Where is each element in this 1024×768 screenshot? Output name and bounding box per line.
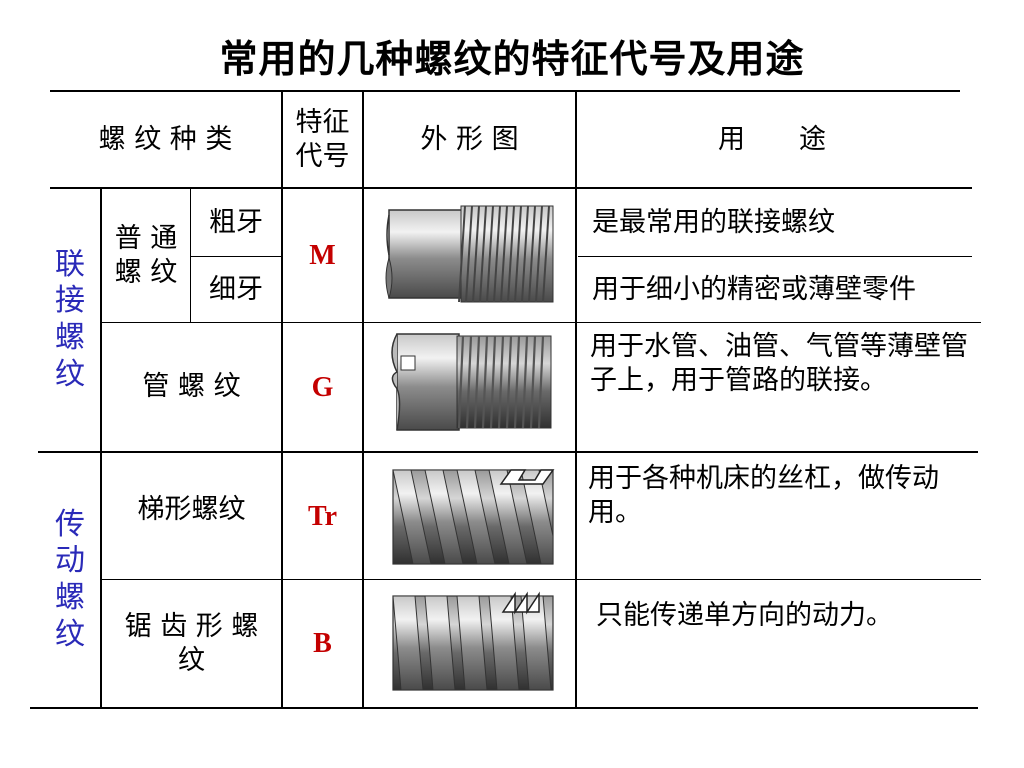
coarse-pitch-label: 粗牙 bbox=[209, 206, 263, 238]
header-thread-type: 螺 纹 种 类 bbox=[98, 123, 233, 155]
trapezoid-thread-code: Tr bbox=[307, 500, 338, 532]
group-connection-thread: 联接螺纹 bbox=[55, 246, 85, 392]
trapezoid-usage: 用于各种机床的丝杠，做传动用。 bbox=[588, 463, 939, 528]
trapezoid-thread-image bbox=[392, 469, 555, 565]
group-transmission-thread: 传动螺纹 bbox=[55, 506, 85, 652]
coarse-usage: 是最常用的联接螺纹 bbox=[592, 206, 835, 238]
saw-thread-image bbox=[392, 591, 554, 691]
saw-usage: 只能传递单方向的动力。 bbox=[596, 600, 893, 632]
pipe-thread-name: 管 螺 纹 bbox=[142, 371, 241, 403]
fine-usage: 用于细小的精密或薄壁零件 bbox=[592, 273, 916, 305]
pipe-thread-code: G bbox=[311, 371, 334, 403]
header-shape: 外 形 图 bbox=[420, 123, 519, 155]
fine-pitch-label: 细牙 bbox=[209, 273, 263, 305]
saw-thread-name: 锯 齿 形 螺 纹 bbox=[124, 610, 259, 676]
ordinary-thread-image bbox=[385, 205, 554, 303]
trapezoid-thread-name: 梯形螺纹 bbox=[137, 494, 246, 525]
header-usage: 用 途 bbox=[718, 123, 826, 155]
pipe-usage: 用于水管、油管、气管等薄壁管子上，用于管路的联接。 bbox=[590, 331, 968, 396]
page-title: 常用的几种螺纹的特征代号及用途 bbox=[219, 37, 805, 81]
ordinary-thread-name: 普 通 螺 纹 bbox=[114, 222, 178, 288]
header-code: 特征代号 bbox=[295, 106, 350, 172]
ordinary-thread-code: M bbox=[309, 240, 336, 271]
pipe-thread-image bbox=[391, 333, 552, 431]
saw-thread-code: B bbox=[313, 628, 332, 659]
